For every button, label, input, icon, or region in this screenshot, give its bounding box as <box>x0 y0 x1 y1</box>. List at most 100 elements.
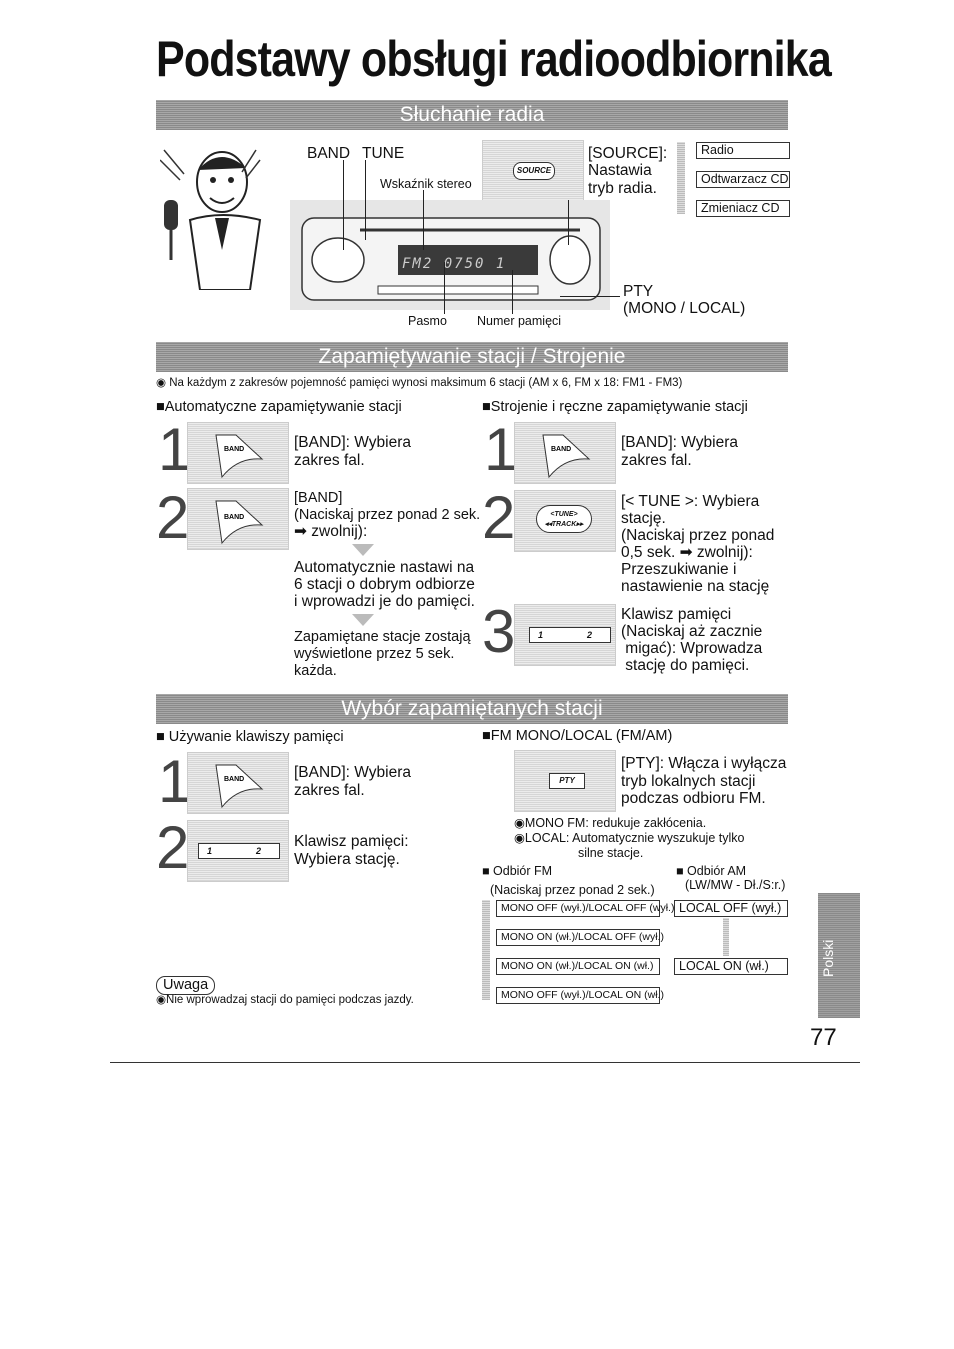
select-step-1-number: 1 <box>158 748 192 815</box>
man-illustration <box>160 149 262 290</box>
auto-step2-text-3: ➡ zwolnij): <box>294 523 368 540</box>
svg-text:BAND: BAND <box>551 446 571 453</box>
auto-step2c-text-3: każda. <box>294 663 337 679</box>
section-heading-storing: Zapamiętywanie stacji / Strojenie <box>156 342 788 372</box>
source-desc-2: tryb radia. <box>588 180 657 197</box>
bullet-icon: ◉ <box>514 831 525 845</box>
auto-step2b-text-1: Automatycznie nastawi na <box>294 559 475 576</box>
auto-step2-text-2: (Naciskaj przez ponad 2 sek. <box>294 507 481 523</box>
pty-desc-3: podczas odbioru FM. <box>621 790 766 807</box>
select-step1-text-1: [BAND]: Wybiera <box>294 764 411 781</box>
fm-state-3: MONO ON (wł.)/LOCAL ON (wł.) <box>496 958 660 975</box>
pty-button: PTY <box>549 773 585 789</box>
svg-text:BAND: BAND <box>224 776 244 783</box>
pasmo-label: Pasmo <box>408 314 447 328</box>
manual-step3-text-3: migać): Wprowadza <box>621 640 763 657</box>
memory-keys-title: ■ Używanie klawiszy pamięci <box>156 729 344 745</box>
bullet-icon: ◉ <box>156 994 167 1006</box>
mono-local-title: ■FM MONO/LOCAL (FM/AM) <box>482 728 673 744</box>
band-line <box>343 160 344 250</box>
auto-step1-text-2: zakres fal. <box>294 452 365 469</box>
tune-label: TUNE <box>362 145 405 162</box>
auto-step2b-text-3: i wprowadzi je do pamięci. <box>294 593 475 610</box>
pty-line <box>560 296 620 297</box>
fm-state-1: MONO OFF (wył.)/LOCAL OFF (wył.) <box>496 900 674 917</box>
select-step2-text-1: Klawisz pamięci: <box>294 833 409 850</box>
band-button-image-3: BAND <box>514 422 616 484</box>
down-arrow-icon-2 <box>352 614 374 626</box>
footer-rule <box>110 1062 860 1063</box>
band-button-image-4: BAND <box>187 752 289 814</box>
source-desc-1: Nastawia <box>588 162 652 179</box>
manual-step-1-number: 1 <box>484 416 518 483</box>
auto-step2b-text-2: 6 stacji o dobrym odbiorze <box>294 576 475 593</box>
pty-label: PTY <box>623 283 654 300</box>
stereo-indicator-label: Wskaźnik stereo <box>380 177 472 191</box>
manual-step2-text-4: 0,5 sek. ➡ zwolnij): <box>621 544 753 561</box>
local-note-2: silne stacje. <box>578 846 644 860</box>
am-reception-title: ■ Odbiór AM <box>676 864 747 878</box>
am-toggle-arrow <box>723 918 729 956</box>
source-label: [SOURCE]: <box>588 145 668 162</box>
section-heading-selecting: Wybór zapamiętanych stacji <box>156 694 788 724</box>
tune-button: <TUNE>◂◂TRACK▸▸ <box>536 505 592 533</box>
manual-step-2-number: 2 <box>482 484 516 551</box>
band-label: BAND <box>307 145 351 162</box>
source-button-image: SOURCE <box>482 140 584 202</box>
pty-button-image: PTY <box>514 750 616 812</box>
down-arrow-icon <box>352 544 374 556</box>
manual-step-3-number: 3 <box>482 598 516 665</box>
pty-desc-1: [PTY]: Włącza i wyłącza <box>621 755 787 772</box>
auto-step1-text-1: [BAND]: Wybiera <box>294 434 411 451</box>
language-side-tab: Polski <box>818 893 860 1018</box>
page-number: 77 <box>810 1024 837 1051</box>
manual-step2-text-2: stację. <box>621 510 666 527</box>
auto-step2c-text-2: wyświetlone przez 5 sek. <box>294 646 455 662</box>
fm-state-4: MONO OFF (wył.)/LOCAL ON (wł.) <box>496 987 664 1004</box>
caution-note: ◉Nie wprowadzaj stacji do pamięci podcza… <box>156 994 414 1006</box>
am-reception-sub: (LW/MW - Dł./S:r.) <box>685 878 786 892</box>
source-line <box>568 200 569 245</box>
bullet-icon: ◉ <box>156 377 170 389</box>
select-step2-text-2: Wybiera stację. <box>294 851 400 868</box>
page-title: Podstawy obsługi radioodbiornika <box>156 31 832 87</box>
pasmo-line <box>444 262 445 314</box>
band-button-image-2: BAND <box>187 488 289 550</box>
bullet-icon: ◉ <box>514 816 525 830</box>
manual-step2-text-3: (Naciskaj przez ponad <box>621 527 775 544</box>
numer-line <box>512 270 513 314</box>
stereo-line <box>423 190 424 250</box>
auto-step2-text-1: [BAND] <box>294 490 343 506</box>
caution-label: Uwaga <box>156 976 216 995</box>
radio-unit-illustration <box>290 200 610 310</box>
radio-display: FM2 0750 1 <box>402 256 507 272</box>
am-state-1: LOCAL OFF (wył.) <box>674 900 788 917</box>
manual-step2-text-6: nastawienie na stację <box>621 578 770 595</box>
fm-cycle-bar <box>482 900 490 1000</box>
mode-cd-changer: Zmieniacz CD <box>696 200 790 217</box>
manual-step1-text-1: [BAND]: Wybiera <box>621 434 738 451</box>
tune-line <box>365 160 366 240</box>
auto-step2c-text-1: Zapamiętane stacje zostają <box>294 629 471 645</box>
band-button-image: BAND <box>187 422 289 484</box>
auto-store-title: ■Automatyczne zapamiętywanie stacji <box>156 399 402 415</box>
fm-reception-sub: (Naciskaj przez ponad 2 sek.) <box>490 883 655 897</box>
mono-local-label: (MONO / LOCAL) <box>623 300 746 317</box>
pty-desc-2: tryb lokalnych stacji <box>621 773 756 790</box>
manual-store-title: ■Strojenie i ręczne zapamiętywanie stacj… <box>482 399 748 415</box>
fm-state-2: MONO ON (wł.)/LOCAL OFF (wył.) <box>496 929 664 946</box>
am-state-2: LOCAL ON (wł.) <box>674 958 788 975</box>
manual-step3-text-4: stację do pamięci. <box>621 657 750 674</box>
svg-text:BAND: BAND <box>224 514 244 521</box>
step-2-number: 2 <box>156 484 190 551</box>
manual-step3-text-2: (Naciskaj aż zacznie <box>621 623 763 640</box>
local-note-1: ◉LOCAL: Automatycznie wyszukuje tylko <box>514 831 745 845</box>
mode-cd-player: Odtwarzacz CD <box>696 171 790 188</box>
band-button-text: BAND <box>224 446 244 453</box>
mode-cycle-bar <box>677 142 685 214</box>
fm-reception-title: ■ Odbiór FM <box>482 864 553 878</box>
